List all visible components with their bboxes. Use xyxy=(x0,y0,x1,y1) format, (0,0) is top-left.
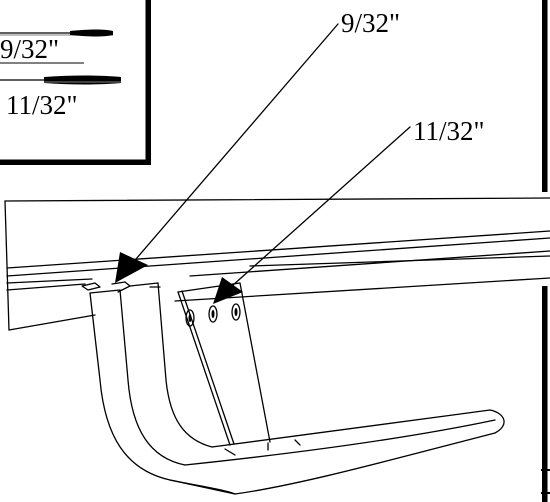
legend-shadow-right xyxy=(146,0,151,165)
bracket-hole-2 xyxy=(208,305,218,323)
arrowhead-small xyxy=(115,252,148,283)
bracket-hole-3 xyxy=(231,303,241,321)
callout-label-large: 11/32" xyxy=(413,116,485,146)
frame-right-edge xyxy=(541,0,550,502)
drill-size-legend: 9/32" 11/32" xyxy=(0,0,151,165)
callout-label-small: 9/32" xyxy=(341,8,400,38)
callout-large: 11/32" xyxy=(213,116,485,304)
bracket-hole-1 xyxy=(185,309,195,327)
leader-line-small xyxy=(129,23,339,267)
rail-panel xyxy=(4,197,550,331)
callout-small: 9/32" xyxy=(115,8,400,283)
drill-bit-small-icon xyxy=(0,29,113,37)
curved-runners xyxy=(81,281,505,495)
mounting-bracket xyxy=(177,282,271,446)
legend-label-large: 11/32" xyxy=(6,90,78,120)
legend-label-small: 9/32" xyxy=(0,34,59,64)
arrowhead-large xyxy=(213,277,243,304)
drill-bit-large-icon xyxy=(0,75,121,85)
legend-shadow-bottom xyxy=(0,160,151,165)
leader-line-large xyxy=(231,126,411,287)
